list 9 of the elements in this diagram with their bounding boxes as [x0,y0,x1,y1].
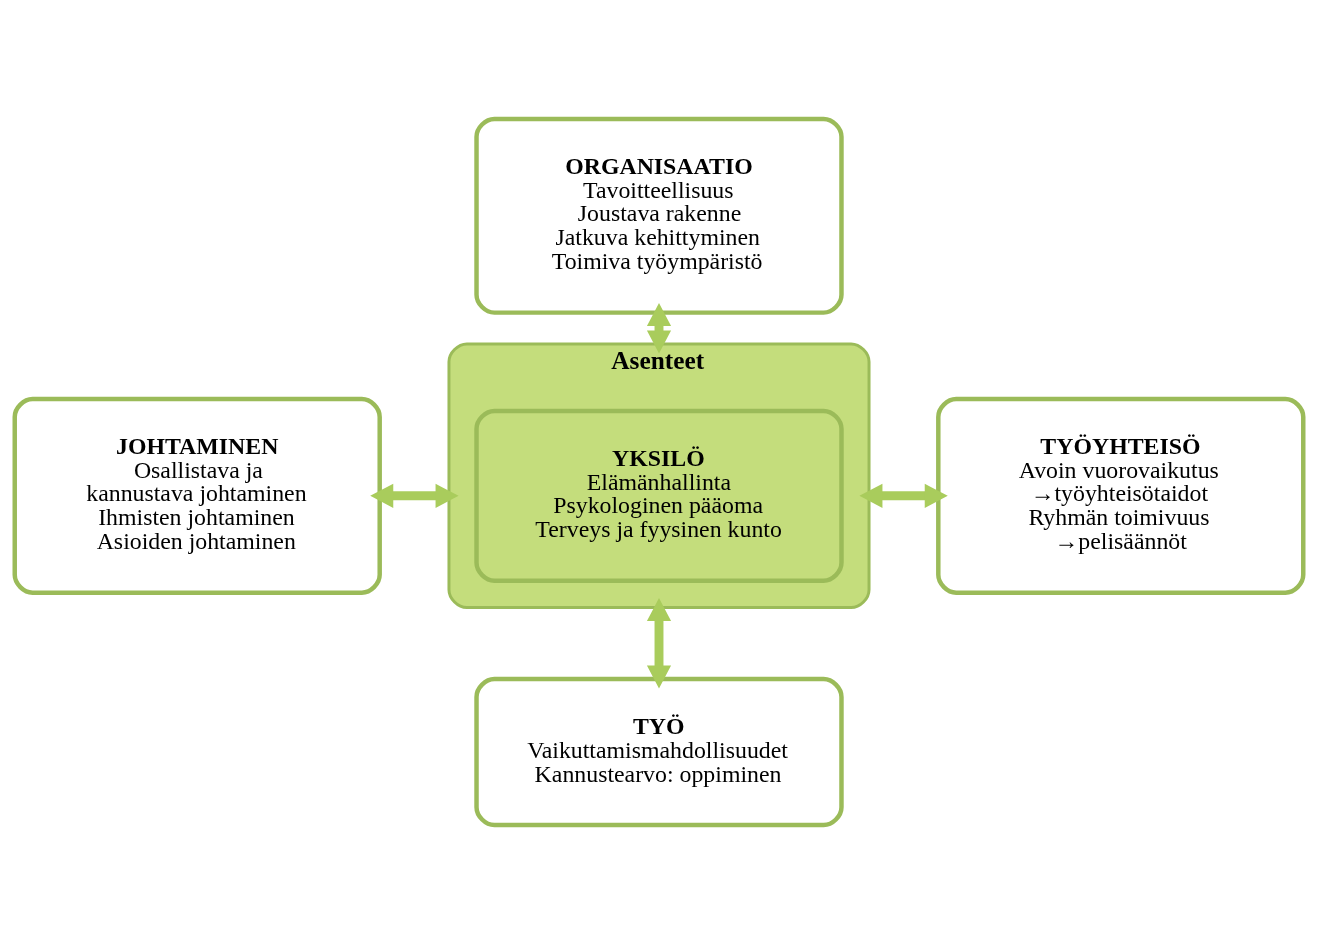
node-box: TYÖ Vaikuttamismahdollisuudet Kannustearvo: oppiminen [474,676,844,828]
node-box: JOHTAMINEN Osallistava ja kannustava johtaminen Ihmisten johtaminen Asioiden johtaminen [12,396,382,595]
arrow [859,483,948,508]
arrow [370,483,459,508]
node-box: YKSILÖ Elämänhallinta Psykologinen pääoma Terveys ja fyysinen kunto [474,408,844,583]
arrow [646,303,672,354]
node-box: ORGANISAATIO Tavoitteellisuus Joustava rakenne Jatkuva kehittyminen Toimiva työympäristö [474,116,844,315]
arrow [646,597,672,689]
node-box: TYÖYHTEISÖ Avoin vuorovaikutus →työyhteisötaidot Ryhmän toimivuus →pelisäännöt [936,396,1306,595]
